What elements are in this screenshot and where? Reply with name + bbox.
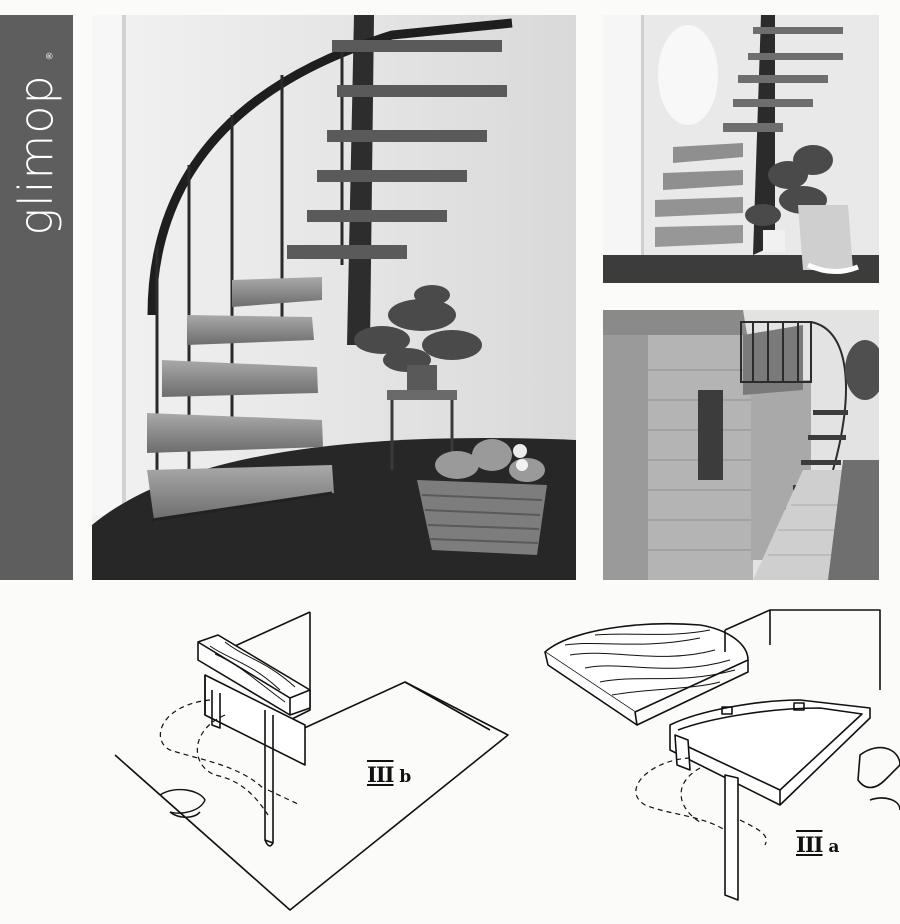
figure-label-iii-b: III b xyxy=(367,762,411,787)
photo-corner-spiral-staircase xyxy=(603,15,879,283)
figure-roman-numeral: III xyxy=(796,832,824,857)
figure-label-iii-a: III a xyxy=(796,832,839,857)
photo-exterior-spiral-staircase xyxy=(603,310,879,580)
assembly-drawings xyxy=(114,609,900,911)
figure-roman-numeral: III xyxy=(367,762,395,787)
brand-sidebar: glimop ® xyxy=(0,15,73,580)
figure-letter: a xyxy=(828,837,840,857)
photo-interior-spiral-staircase xyxy=(92,15,576,580)
brand-logo: glimop xyxy=(9,74,63,236)
figure-letter: b xyxy=(399,767,412,787)
registered-mark: ® xyxy=(45,51,56,61)
